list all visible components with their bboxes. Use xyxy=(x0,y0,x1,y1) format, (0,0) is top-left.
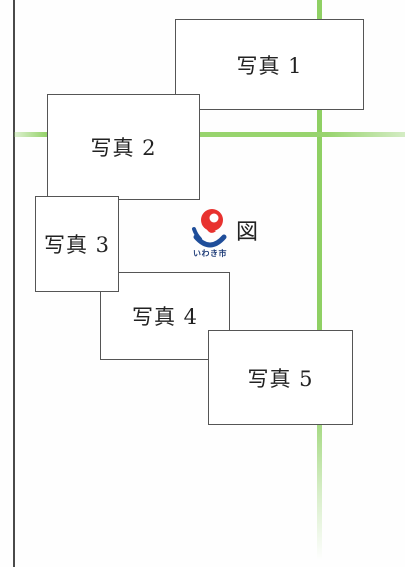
photo-label-3: 写真 3 xyxy=(43,233,111,257)
photo-box-5: 写真 5 xyxy=(208,330,353,425)
iwaki-city-emblem-icon xyxy=(190,203,238,259)
photo-box-1: 写真 1 xyxy=(175,19,364,110)
figure-label: 図 xyxy=(236,220,259,245)
photo-label-1: 写真 1 xyxy=(236,53,303,78)
photo-label-5: 写真 5 xyxy=(247,366,314,391)
photo-label-4: 写真 4 xyxy=(131,305,199,329)
page-left-edge xyxy=(13,0,15,567)
green-vertical-line xyxy=(317,0,322,560)
green-horizontal-line xyxy=(14,132,405,137)
photo-label-2: 写真 2 xyxy=(90,136,157,160)
photo-box-2: 写真 2 xyxy=(47,94,200,200)
photo-box-3: 写真 3 xyxy=(35,196,119,292)
logo-text: いわき市 xyxy=(193,249,227,258)
